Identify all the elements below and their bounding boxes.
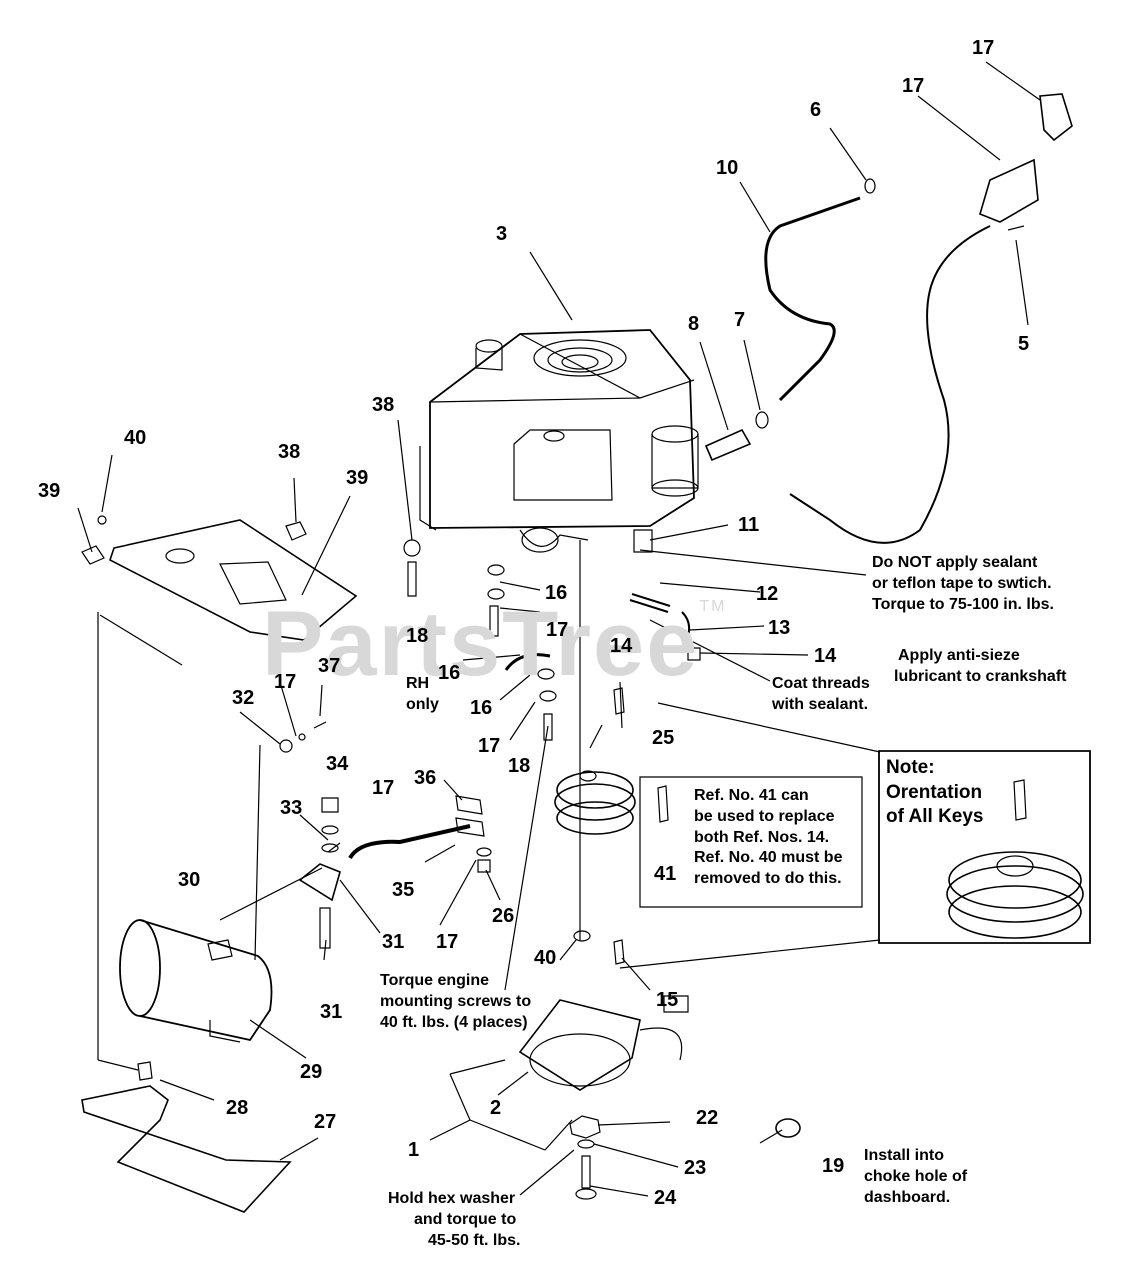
callout-34: 36 [414, 767, 437, 789]
watermark-text: PartsTree [262, 593, 700, 695]
note-line: 45-50 ft. lbs. [428, 1231, 521, 1249]
callout-5: 17 [902, 75, 925, 97]
callout-33: 35 [392, 879, 415, 901]
partstree-watermark: PartsTreeTM [262, 592, 727, 697]
callout-17: 17 [372, 777, 395, 799]
callout-23: 25 [652, 727, 675, 749]
callout-39: 40 [124, 427, 147, 449]
callout-7: 7 [734, 309, 746, 331]
callout-18: 18 [508, 755, 531, 777]
note-line: of All Keys [886, 806, 984, 828]
note-line: Do NOT apply sealant [872, 554, 1038, 571]
callout-14: 15 [656, 989, 679, 1011]
callout-19: 19 [822, 1155, 845, 1177]
note-line: Install into [864, 1147, 944, 1164]
callout-28: 30 [178, 869, 201, 891]
callout-14: 14 [610, 635, 633, 657]
callout-2: 2 [490, 1097, 502, 1119]
callout-21: 23 [684, 1157, 707, 1179]
callout-27: 29 [300, 1061, 323, 1083]
callout-35: 37 [318, 655, 341, 677]
note-switch-sealant: Do NOT apply sealant or teflon tape to s… [872, 553, 1054, 615]
note-line: or teflon tape to swtich. [872, 574, 1052, 592]
callout-18: 18 [406, 625, 429, 647]
note-line: Note: [886, 757, 935, 778]
note-line: mounting screws to [380, 992, 532, 1010]
note-ref41: Ref. No. 41 can be used to replace both … [694, 786, 842, 890]
note-line: with sealant. [772, 695, 869, 713]
note-rh-only: RH only [406, 674, 439, 716]
note-line: RH [406, 675, 430, 692]
callout-6: 5 [1018, 333, 1030, 355]
note-antiseize: Apply anti-sieze lubricant to crankshaft [894, 646, 1066, 688]
callout-25: 27 [314, 1111, 337, 1133]
note-line: 40 ft. lbs. (4 places) [380, 1013, 528, 1031]
note-coat-threads: Coat threads with sealant. [772, 674, 870, 716]
callout-8: 8 [688, 313, 700, 335]
callout-38: 38 [278, 441, 301, 463]
note-line: Coat threads [772, 675, 870, 692]
note-torque-engine: Torque engine mounting screws to 40 ft. … [380, 971, 531, 1033]
callout-31: 32 [232, 687, 255, 709]
note-keys-orientation: Note: Orentation of All Keys [886, 756, 984, 830]
callout-24: 26 [492, 905, 515, 927]
callout-11: 12 [756, 583, 779, 605]
note-line: removed to do this. [694, 870, 842, 888]
callout-32: 34 [326, 753, 349, 775]
note-line: Apply anti-sieze [898, 647, 1020, 664]
callout-30: 31 [382, 931, 405, 953]
note-line: both Ref. Nos. 14. [694, 828, 830, 846]
note-line: only [406, 695, 439, 713]
callout-13: 14 [814, 645, 837, 667]
callout-22: 24 [654, 1187, 677, 1209]
callout-20: 22 [696, 1107, 719, 1129]
callout-9: 10 [716, 157, 739, 179]
note-line: Hold hex washer [388, 1190, 516, 1207]
callout-40: 40 [534, 947, 557, 969]
callout-15: 16 [438, 662, 461, 684]
note-line: and torque to [414, 1210, 517, 1228]
callout-10: 11 [738, 514, 760, 536]
callout-17: 17 [436, 931, 459, 953]
callout-1: 1 [408, 1139, 420, 1161]
watermark-trademark: TM [699, 598, 727, 615]
note-line: Torque to 75-100 in. lbs. [872, 595, 1054, 613]
callout-16: 16 [470, 697, 493, 719]
callout-38: 39 [38, 480, 61, 502]
note-line: be used to replace [694, 807, 835, 825]
callout-36: 38 [372, 394, 395, 416]
note-line: Ref. No. 40 must be [694, 849, 843, 867]
note-line: lubricant to crankshaft [894, 667, 1067, 685]
callout-17: 17 [478, 735, 501, 757]
callout-41: 41 [654, 863, 677, 885]
callout-31: 33 [280, 797, 303, 819]
note-line: Torque engine [380, 972, 490, 989]
callout-7: 6 [810, 99, 822, 121]
callout-37: 39 [346, 467, 369, 489]
callout-3: 3 [496, 223, 508, 245]
callout-16: 16 [545, 582, 568, 604]
note-line: Orentation [886, 781, 983, 803]
callout-17: 17 [274, 671, 297, 693]
callout-12: 13 [768, 617, 791, 639]
callout-29: 31 [320, 1001, 343, 1023]
note-choke-install: Install into choke hole of dashboard. [864, 1146, 967, 1208]
note-line: dashboard. [864, 1188, 951, 1206]
note-hex-washer: Hold hex washer and torque to 45-50 ft. … [388, 1189, 520, 1251]
callout-17: 17 [546, 619, 569, 641]
note-line: choke hole of [864, 1167, 968, 1185]
callout-4: 17 [972, 37, 995, 59]
callout-26: 28 [226, 1097, 249, 1119]
note-line: Ref. No. 41 can [694, 787, 809, 804]
